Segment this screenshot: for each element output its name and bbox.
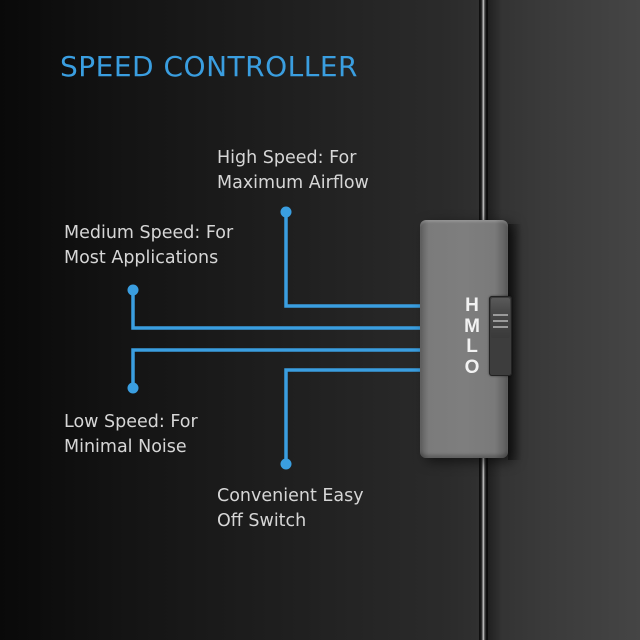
position-label-high: H [465, 295, 479, 316]
callout-line: Minimal Noise [64, 437, 187, 457]
knob-ridge [493, 326, 508, 328]
high-dot-icon [280, 206, 292, 218]
knob-ridge [493, 314, 508, 316]
speed-position-labels: H M L O [462, 295, 482, 378]
off-connector [284, 368, 422, 466]
medium-dot-icon [127, 284, 139, 296]
position-label-off: O [464, 356, 480, 378]
medium-connector [131, 288, 422, 330]
off-dot-icon [280, 458, 292, 470]
callout-line: Off Switch [217, 511, 307, 531]
low-connector [131, 348, 422, 390]
callout-line: Maximum Airflow [217, 173, 369, 193]
callout-line: Most Applications [64, 248, 219, 268]
callout-low-speed: Low Speed: For Minimal Noise [64, 410, 198, 460]
callout-line: Convenient Easy [217, 486, 364, 506]
callout-high-speed: High Speed: For Maximum Airflow [217, 146, 369, 196]
callout-line: Low Speed: For [64, 412, 198, 432]
cable-bottom [479, 454, 488, 640]
position-label-low: L [466, 336, 478, 357]
high-connector [284, 210, 422, 308]
callout-off-switch: Convenient Easy Off Switch [217, 484, 364, 534]
callout-line: Medium Speed: For [64, 223, 234, 243]
position-label-medium: M [464, 315, 480, 337]
controller-shadow [508, 224, 522, 460]
callout-medium-speed: Medium Speed: For Most Applications [64, 221, 233, 271]
slider-knob[interactable] [491, 298, 510, 338]
low-dot-icon [127, 382, 139, 394]
knob-ridge [493, 320, 508, 322]
callout-line: High Speed: For [217, 148, 357, 168]
speed-slider[interactable] [489, 296, 512, 376]
page-title: SPEED CONTROLLER [60, 50, 358, 83]
cable-top [479, 0, 488, 225]
